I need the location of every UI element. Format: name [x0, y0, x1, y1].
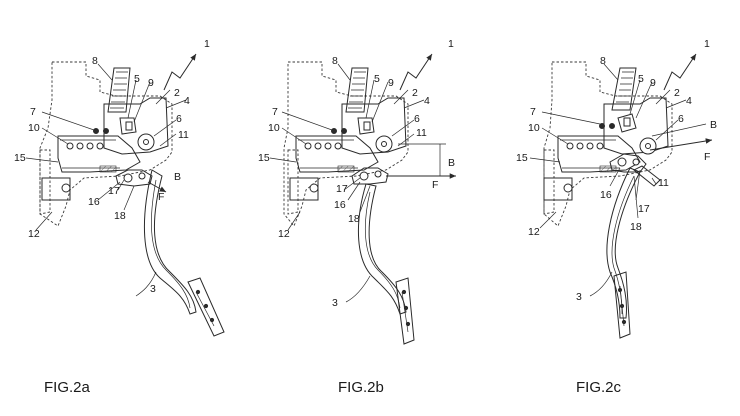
ref-label: 2: [412, 87, 418, 99]
ref-label: 3: [576, 291, 582, 303]
ref-label: 10: [268, 122, 280, 134]
ref-label: 18: [630, 221, 642, 233]
ref-label: 8: [600, 55, 606, 67]
ref-label: 1: [448, 38, 454, 50]
ref-label: 10: [28, 122, 40, 134]
spring-8: [107, 67, 131, 113]
ref-label: 17: [638, 203, 650, 215]
ref-label: 9: [388, 77, 394, 89]
ref-label: 5: [638, 73, 644, 85]
ref-label: 2: [674, 87, 680, 99]
ref-label: 6: [678, 113, 684, 125]
pedal-assembly-drawing: [25, 53, 225, 337]
ref-label: 16: [600, 189, 612, 201]
ref-label: 7: [272, 106, 278, 118]
ref-label: 12: [528, 226, 540, 238]
ref-label: 12: [278, 228, 290, 240]
ref-label: F: [704, 151, 710, 163]
ref-label: 2: [174, 87, 180, 99]
figure-caption: FIG.2b: [338, 379, 384, 396]
ref-label: B: [448, 157, 455, 169]
ref-label: 6: [414, 113, 420, 125]
figure-2c: 1 2 3 4 5 6 7 8 9 10 11 12 15 16 17 18 B…: [516, 38, 717, 396]
ref-label: 16: [88, 196, 100, 208]
ref-label: F: [432, 179, 438, 191]
ref-label: 9: [148, 77, 154, 89]
ref-label: B: [174, 171, 181, 183]
ref-label: 18: [114, 210, 126, 222]
ref-label: 11: [416, 127, 427, 139]
figure-2b: 1 2 3 4 5 6 7 8 9 10 11 12 15 16 17 18 B…: [258, 38, 456, 396]
figure-caption: FIG.2c: [576, 379, 622, 396]
ref-label: F: [158, 191, 164, 203]
ref-label: 4: [424, 95, 430, 107]
pedal-assembly-drawing: [269, 53, 456, 345]
ref-label: 12: [28, 228, 40, 240]
ref-label: 8: [332, 55, 338, 67]
ref-label: 1: [704, 38, 710, 50]
ref-label: 7: [30, 106, 36, 118]
figure-caption: FIG.2a: [44, 379, 91, 396]
ref-label: 11: [178, 129, 189, 141]
ref-label: 6: [176, 113, 182, 125]
pedal-arm-3: [144, 169, 197, 315]
pedal-arm-3: [358, 183, 407, 315]
ref-label: 16: [334, 199, 346, 211]
reference-labels: 1 2 3 4 5 6 7 8 9 10 11 12 15 16 17 18 B…: [516, 38, 717, 303]
ref-label: B: [710, 119, 717, 131]
ref-label: 3: [332, 297, 338, 309]
ref-label: 17: [336, 183, 348, 195]
figure-2a: 1 2 3 4 5 6 7 8 9 10 11 12 15 16 17 18 B…: [14, 38, 225, 396]
ref-label: 3: [150, 283, 156, 295]
ref-label: 15: [14, 152, 26, 164]
ref-label: 7: [530, 106, 536, 118]
ref-label: 8: [92, 55, 98, 67]
ref-label: 18: [348, 213, 360, 225]
reference-labels: 1 2 3 4 5 6 7 8 9 10 11 12 15 16 17 18 B…: [14, 38, 210, 295]
pedal-assembly-drawing: [529, 53, 713, 339]
ref-label: 10: [528, 122, 540, 134]
ref-label: 11: [658, 177, 669, 189]
spring-8: [345, 67, 369, 113]
ref-label: 5: [374, 73, 380, 85]
ref-label: 4: [686, 95, 692, 107]
reference-labels: 1 2 3 4 5 6 7 8 9 10 11 12 15 16 17 18 B…: [258, 38, 455, 309]
ref-label: 1: [204, 38, 210, 50]
ref-label: 9: [650, 77, 656, 89]
ref-label: 4: [184, 95, 190, 107]
ref-label: 5: [134, 73, 140, 85]
ref-label: 17: [108, 185, 120, 197]
ref-label: 15: [516, 152, 528, 164]
ref-label: 15: [258, 152, 270, 164]
spring-8: [611, 67, 637, 111]
